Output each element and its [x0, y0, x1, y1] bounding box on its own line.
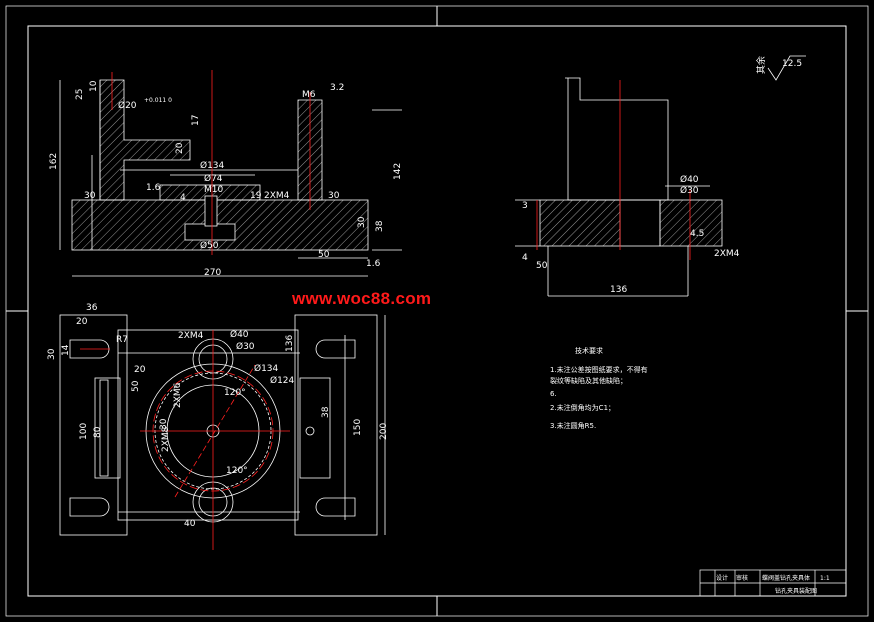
dim-m10: M10	[204, 185, 223, 195]
dim-80: 80	[93, 426, 103, 438]
dim-phi30: Ø30	[680, 185, 699, 196]
dim-4-5: 4.5	[690, 229, 704, 239]
tech-item-5: 3.未注圆角R5.	[550, 421, 596, 430]
dim-20a: 20	[76, 317, 88, 327]
dim-36: 36	[86, 303, 98, 313]
dim-30-right: 30	[328, 191, 340, 201]
dim-19: 19	[250, 191, 262, 201]
tech-item-4: 2.未注倒角均为C1；	[550, 403, 615, 412]
title-block-text: 设计 审核 蝶阀盖钻孔夹具体 1:1 钻孔夹具装配图	[716, 574, 830, 595]
dim-30-vert: 30	[357, 216, 367, 228]
dim-50: 50	[536, 261, 548, 271]
dim-17: 17	[191, 115, 201, 126]
dim-30: 30	[47, 348, 57, 360]
dim-phi40: Ø40	[230, 329, 249, 340]
dim-phi124: Ø124	[270, 375, 295, 386]
front-dim-labels: 162 25 10 17 20 30 30 30 38 142 270 50 4…	[49, 80, 403, 278]
top-dim-labels: 36 20 30 R7 100 80 50 20 2XM4 Ø40 Ø30 13…	[47, 303, 389, 529]
title-block	[699, 569, 847, 597]
dim-14: 14	[61, 344, 71, 356]
dim-50: 50	[131, 380, 141, 392]
dim-30b: 30	[159, 418, 169, 430]
dim-25: 25	[75, 89, 85, 100]
dim-270: 270	[204, 268, 221, 278]
sheet-frame	[5, 5, 869, 617]
tb-part-name: 蝶阀盖钻孔夹具体	[762, 574, 810, 582]
side-dim-labels: Ø40 Ø30 3 4 50 136 4.5 2XM4	[522, 174, 740, 295]
dim-20: 20	[175, 142, 185, 154]
roughness-label: 其余	[755, 56, 767, 74]
dim-162: 162	[49, 153, 59, 170]
side-view	[515, 77, 723, 297]
dim-2xm4: 2XM4	[178, 331, 204, 341]
dim-50: 50	[318, 250, 330, 260]
top-view	[59, 314, 386, 536]
dim-136: 136	[610, 285, 627, 295]
dim-phi74: Ø74	[204, 173, 223, 184]
dim-10: 10	[89, 80, 99, 92]
watermark: www.woc88.com	[292, 289, 432, 308]
dim-30-left: 30	[84, 191, 96, 201]
dim-2xm8: 2XM8	[161, 426, 171, 452]
dim-4: 4	[522, 253, 528, 263]
dim-phi20: Ø20	[118, 100, 137, 111]
dim-142: 142	[393, 163, 403, 180]
dim-136: 136	[285, 335, 295, 352]
dim-m6: M6	[302, 90, 316, 100]
surface-roughness: 其余 12.5	[755, 55, 806, 81]
dim-thread: 2XM4	[264, 191, 290, 201]
dim-2xm6: 2XM6	[173, 382, 183, 408]
dim-2xm4: 2XM4	[714, 249, 740, 259]
front-view	[59, 79, 402, 277]
technical-requirements: 技术要求 1.未注公差按图纸要求，不得有 裂纹等缺陷及其他缺陷； 6. 2.未注…	[550, 346, 648, 430]
dim-38: 38	[321, 406, 331, 418]
tb-scale: 1:1	[820, 575, 830, 582]
rough-1-6-a: 1.6	[146, 183, 161, 193]
dim-40: 40	[184, 519, 196, 529]
top-centerlines	[80, 330, 290, 550]
front-centerlines	[111, 70, 311, 255]
tech-item-3: 6.	[550, 390, 557, 398]
dim-100: 100	[79, 423, 89, 440]
dim-phi50: Ø50	[200, 240, 219, 251]
dim-38: 38	[375, 220, 385, 232]
dim-20b: 20	[134, 365, 146, 375]
dim-4: 4	[180, 193, 186, 203]
dim-3: 3	[522, 201, 528, 211]
dim-phi134: Ø134	[254, 363, 279, 374]
tech-title: 技术要求	[575, 346, 603, 355]
tb-checker: 审核	[736, 574, 748, 582]
tech-item-1: 1.未注公差按图纸要求，不得有	[550, 365, 648, 374]
dim-120a: 120°	[224, 388, 246, 398]
tech-item-2: 裂纹等缺陷及其他缺陷；	[550, 376, 627, 385]
rough-3-2: 3.2	[330, 83, 344, 93]
dim-phi134: Ø134	[200, 160, 225, 171]
dim-phi30: Ø30	[236, 341, 255, 352]
dim-200: 200	[379, 423, 389, 440]
dim-tolerance: +0.011 0	[144, 97, 172, 104]
tb-designer: 设计	[716, 574, 728, 582]
dim-phi40: Ø40	[680, 174, 699, 185]
rough-1-6-b: 1.6	[366, 259, 381, 269]
roughness-value: 12.5	[782, 59, 802, 69]
dim-150: 150	[353, 419, 363, 436]
dim-r7: R7	[116, 335, 128, 345]
tb-drawing-name: 钻孔夹具装配图	[775, 587, 817, 595]
side-centerlines	[536, 80, 691, 260]
dim-120b: 120°	[226, 466, 248, 476]
